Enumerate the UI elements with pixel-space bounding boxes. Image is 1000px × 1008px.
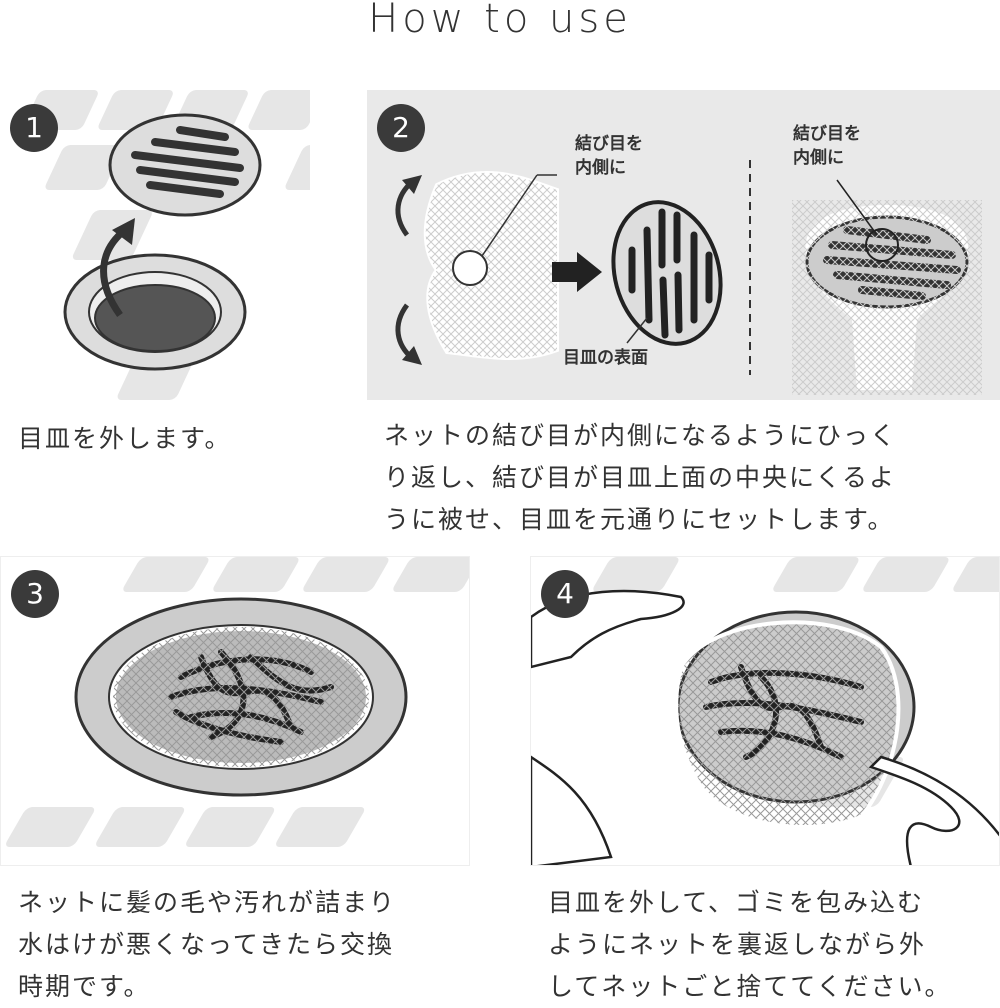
drain-removal-illustration	[23, 90, 310, 400]
step-badge: 3	[11, 570, 59, 618]
step-4-illustration: 4	[530, 556, 1000, 866]
page-title: How to use	[368, 0, 632, 42]
caption-line: 目皿を外して、ゴミを包み込む	[548, 888, 925, 917]
label-line: 内側に	[575, 158, 626, 178]
label-line: 内側に	[793, 148, 844, 168]
label-line: 結び目を	[793, 124, 861, 144]
knot-inside-label-right: 結び目を 内側に	[793, 122, 861, 170]
step-badge: 4	[541, 570, 589, 618]
step-badge: 1	[10, 104, 58, 152]
net-flip-illustration	[395, 160, 982, 395]
net-removal-illustration	[531, 557, 999, 865]
label-line: 結び目を	[575, 134, 643, 154]
step-4-caption: 目皿を外して、ゴミを包み込む ようにネットを裏返しながら外 してネットごと捨てて…	[548, 882, 952, 1008]
clogged-net-illustration	[6, 557, 469, 847]
caption-line: ネットに髪の毛や汚れが詰まり	[18, 888, 397, 917]
caption-line: ネットの結び目が内側になるようにひっく	[384, 421, 898, 450]
step-badge: 2	[377, 104, 425, 152]
step-1-illustration: 1	[0, 90, 310, 400]
caption-line: 水はけが悪くなってきたら交換	[18, 930, 395, 959]
step-2-illustration: 2 結び目を 内側に 目皿の表面 結び目を 内側に	[367, 90, 1000, 400]
caption-line: うに被せ、目皿を元通りにセットします。	[384, 505, 895, 534]
knot-inside-label-left: 結び目を 内側に	[575, 132, 643, 180]
caption-line: ようにネットを裏返しながら外	[548, 930, 927, 959]
plate-surface-label: 目皿の表面	[563, 348, 648, 368]
caption-line: 時期です。	[18, 972, 151, 1001]
step-3-illustration: 3	[0, 556, 470, 866]
caption-line: り返し、結び目が目皿上面の中央にくるよ	[384, 463, 897, 492]
step-2-caption: ネットの結び目が内側になるようにひっく り返し、結び目が目皿上面の中央にくるよ …	[384, 415, 897, 541]
caption-line: してネットごと捨ててください。	[548, 972, 952, 1001]
step-1-caption: 目皿を外します。	[18, 424, 232, 453]
step-3-caption: ネットに髪の毛や汚れが詰まり 水はけが悪くなってきたら交換 時期です。	[18, 882, 396, 1008]
